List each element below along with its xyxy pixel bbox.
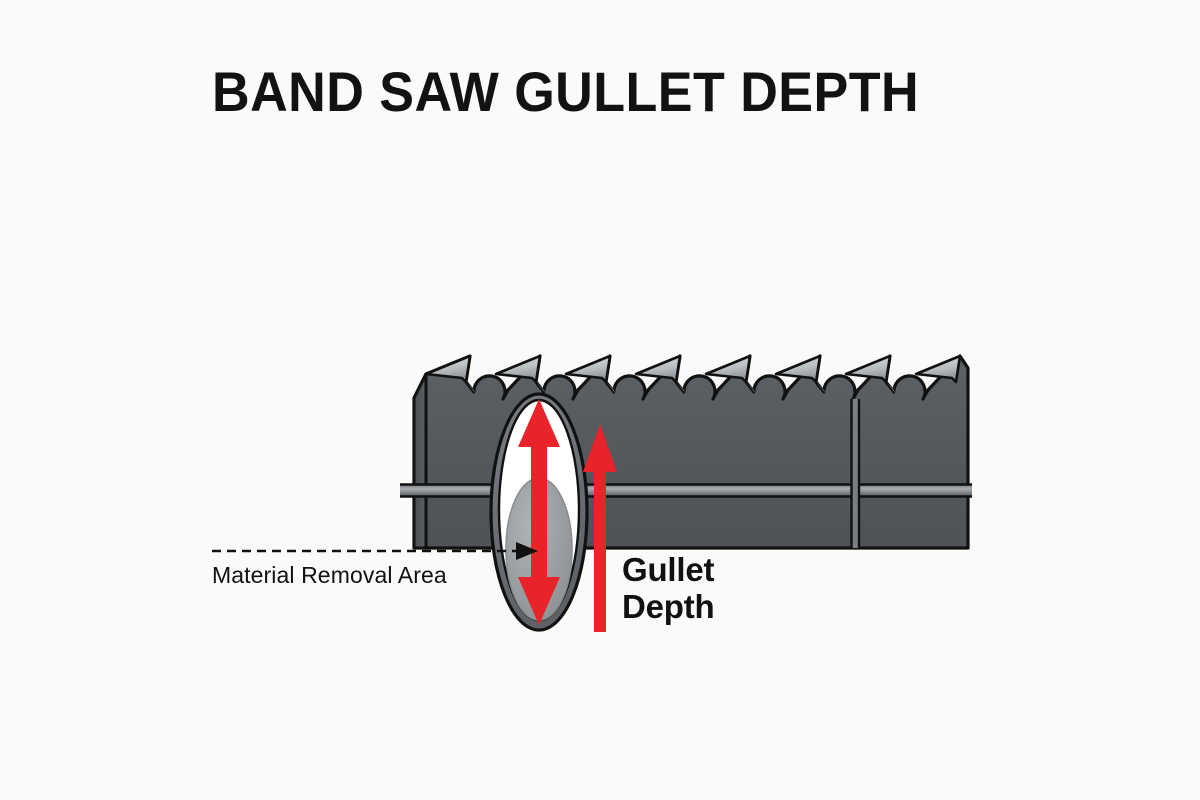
- leader-arrowhead: [516, 542, 538, 560]
- tooth-tip-8: [914, 354, 962, 384]
- gullet-depth-label-line1: Gullet: [622, 551, 715, 588]
- blade-seam-line: [850, 399, 861, 548]
- material-removal-leader: [212, 542, 538, 560]
- blade-left-bevel: [412, 372, 428, 550]
- tooth-tip-faces: [424, 354, 962, 384]
- gullet-depth-arrow: [518, 399, 560, 625]
- gullet-depth-pointer-arrow: [583, 424, 617, 632]
- page-title: BAND SAW GULLET DEPTH: [212, 60, 920, 123]
- blade-band-line: [400, 483, 972, 498]
- material-removal-area-label: Material Removal Area: [212, 562, 447, 588]
- gullet-depth-label: Gullet Depth: [622, 551, 715, 626]
- gullet-depth-label-line2: Depth: [622, 587, 715, 625]
- blade-body-group: [400, 354, 972, 550]
